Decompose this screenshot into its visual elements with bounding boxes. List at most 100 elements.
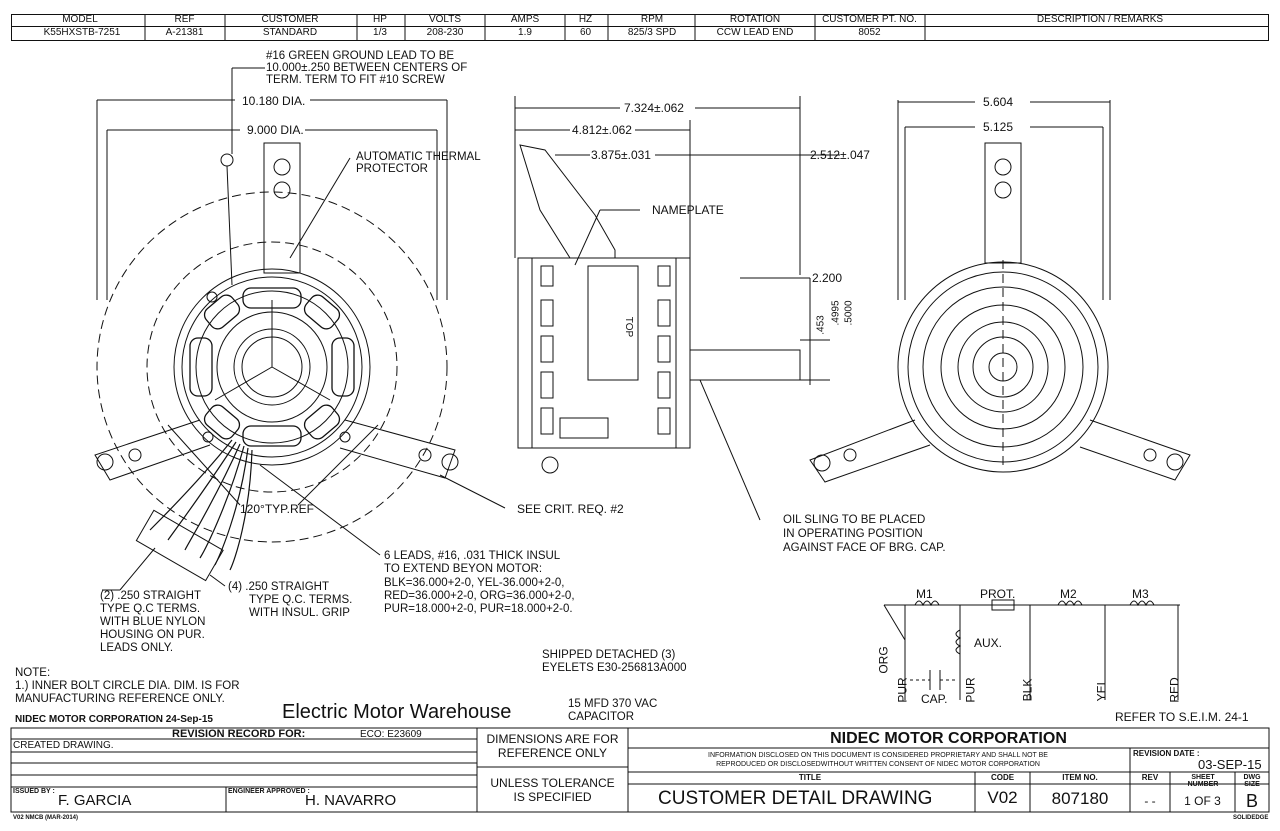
ground-lead-note-1: #16 GREEN GROUND LEAD TO BE <box>266 50 455 62</box>
corp-date-stamp: NIDEC MOTOR CORPORATION 24-Sep-15 <box>15 714 213 725</box>
angle-ref: 120°TYP.REF <box>240 502 314 516</box>
watermark: Electric Motor Warehouse <box>282 701 512 723</box>
term-note-a-5: LEADS ONLY. <box>100 642 174 654</box>
header-col-customer-pt: CUSTOMER PT. NO. <box>822 14 917 25</box>
revision-date: 03-SEP-15 <box>1198 757 1262 772</box>
revision-record-for: REVISION RECORD FOR: <box>172 728 306 740</box>
nameplate-label: NAMEPLATE <box>652 203 724 217</box>
ground-lead-note-3: TERM. TERM TO FIT #10 SCREW <box>266 74 445 86</box>
header-val-hz: 60 <box>579 27 592 38</box>
dim-7324: 7.324±.062 <box>624 101 684 115</box>
oil-sling-note-2: IN OPERATING POSITION <box>783 528 923 540</box>
term-note-a-4: HOUSING ON PUR. <box>100 629 205 641</box>
schematic-m2: M2 <box>1060 587 1077 601</box>
proprietary-1: INFORMATION DISCLOSED ON THIS DOCUMENT I… <box>708 752 1048 759</box>
dim-inner-diameter: 9.000 DIA. <box>247 123 304 137</box>
header-val-volts: 208-230 <box>426 27 464 38</box>
schematic-prot: PROT. <box>980 587 1016 601</box>
leads-note-4: RED=36.000+2-0, ORG=36.000+2-0, <box>384 590 575 602</box>
header-val-rotation: CCW LEAD END <box>716 27 794 38</box>
lead-blk: BLK <box>1020 678 1035 702</box>
term-note-b-2: TYPE Q.C. TERMS. <box>249 594 353 606</box>
header-col-ref: REF <box>174 14 195 25</box>
schematic-aux: AUX. <box>974 636 1003 650</box>
front-view-dimensions <box>96 67 506 591</box>
dims-ref-1: DIMENSIONS ARE FOR <box>486 732 619 746</box>
wiring-schematic <box>883 599 1180 700</box>
rear-view-dimensions <box>897 100 1111 300</box>
item-label: ITEM NO. <box>1062 773 1098 782</box>
header-val-ref: A-21381 <box>165 27 204 38</box>
schematic-cap: CAP. <box>921 692 948 706</box>
sheet-label: SHEET NUMBER <box>1187 774 1219 788</box>
rev-value: - - <box>1144 794 1156 808</box>
header-table-frame <box>11 14 1269 41</box>
capacitor-note-1: 15 MFD 370 VAC <box>568 698 658 710</box>
sheet-value: 1 OF 3 <box>1184 794 1221 808</box>
proprietary-2: REPRODUCED OR DISCLOSEDWITHOUT WRITTEN C… <box>716 761 1040 768</box>
dwg-size-label: DWG SIZE <box>1243 774 1261 788</box>
schematic-m1: M1 <box>916 587 933 601</box>
front-view-motor <box>94 142 459 582</box>
header-col-volts: VOLTS <box>428 14 462 25</box>
dim-4995: .4995 <box>830 300 842 326</box>
leads-note-5: PUR=18.000+2-0, PUR=18.000+2-0. <box>384 603 573 615</box>
side-view-motor <box>517 144 801 474</box>
form-code: V02 NMCB (MAR-2014) <box>13 815 79 821</box>
header-divider-desc <box>925 26 1269 27</box>
dim-5000: .5000 <box>843 300 855 326</box>
dims-ref-2: REFERENCE ONLY <box>497 746 608 760</box>
header-col-amps: AMPS <box>510 14 540 25</box>
rear-view-motor <box>809 142 1191 483</box>
title-label: TITLE <box>798 773 822 782</box>
term-note-b-3: WITH INSUL. GRIP <box>249 607 350 619</box>
engineer-name: H. NAVARRO <box>305 792 397 809</box>
dim-2200: 2.200 <box>812 271 843 285</box>
code-label: CODE <box>990 773 1015 782</box>
tolerance-2: IS SPECIFIED <box>513 790 592 804</box>
issued-by-name: F. GARCIA <box>58 792 132 809</box>
header-col-hz: HZ <box>578 14 593 25</box>
company-name: NIDEC MOTOR CORPORATION <box>830 730 1067 747</box>
header-val-rpm: 825/3 SPD <box>627 27 677 38</box>
header-col-description: DESCRIPTION / REMARKS <box>1036 14 1164 25</box>
dim-2512: 2.512±.047 <box>810 148 870 162</box>
dim-3875: 3.875±.031 <box>591 148 651 162</box>
revision-date-label: REVISION DATE : <box>1133 749 1200 758</box>
header-col-rpm: RPM <box>640 14 664 25</box>
oil-sling-note-1: OIL SLING TO BE PLACED <box>783 514 926 526</box>
leads-note-1: 6 LEADS, #16, .031 THICK INSUL <box>384 550 561 562</box>
note-heading: NOTE: <box>15 667 51 679</box>
header-grid <box>144 14 926 41</box>
header-val-model: K55HXSTB-7251 <box>43 27 121 38</box>
software-tag: SOLIDEDGE <box>1233 815 1269 821</box>
header-val-hp: 1/3 <box>373 27 387 38</box>
header-val-customer-pt: 8052 <box>858 27 881 38</box>
rev-label: REV <box>1141 773 1159 782</box>
header-col-rotation: ROTATION <box>729 14 781 25</box>
lead-yel: YEL <box>1094 678 1109 702</box>
header-val-amps: 1.9 <box>518 27 532 38</box>
eco-number: ECO: E23609 <box>360 729 422 740</box>
dim-5604: 5.604 <box>983 95 1014 109</box>
side-view-dimensions <box>514 96 840 521</box>
lead-red: RED <box>1167 677 1182 703</box>
header-col-model: MODEL <box>62 14 98 25</box>
term-note-a-2: TYPE Q.C TERMS. <box>100 603 201 615</box>
note-line-2: MANUFACTURING REFERENCE ONLY. <box>15 693 225 705</box>
thermal-protector-2: PROTECTOR <box>356 163 428 175</box>
thermal-protector-1: AUTOMATIC THERMAL <box>356 151 481 163</box>
header-divider <box>11 26 925 27</box>
capacitor-note-2: CAPACITOR <box>568 711 635 723</box>
leads-note-2: TO EXTEND BEYON MOTOR: <box>384 563 543 575</box>
dim-outer-diameter: 10.180 DIA. <box>242 94 306 108</box>
shipped-note-1: SHIPPED DETACHED (3) <box>542 649 676 661</box>
term-note-a-3: WITH BLUE NYLON <box>100 616 206 628</box>
dim-453: .453 <box>815 315 827 335</box>
see-crit-req: SEE CRIT. REQ. #2 <box>517 502 624 516</box>
lead-pur-1: PUR <box>895 677 910 703</box>
header-val-customer: STANDARD <box>262 27 318 38</box>
title-block-lines <box>10 727 1270 813</box>
tolerance-1: UNLESS TOLERANCE <box>490 776 615 790</box>
